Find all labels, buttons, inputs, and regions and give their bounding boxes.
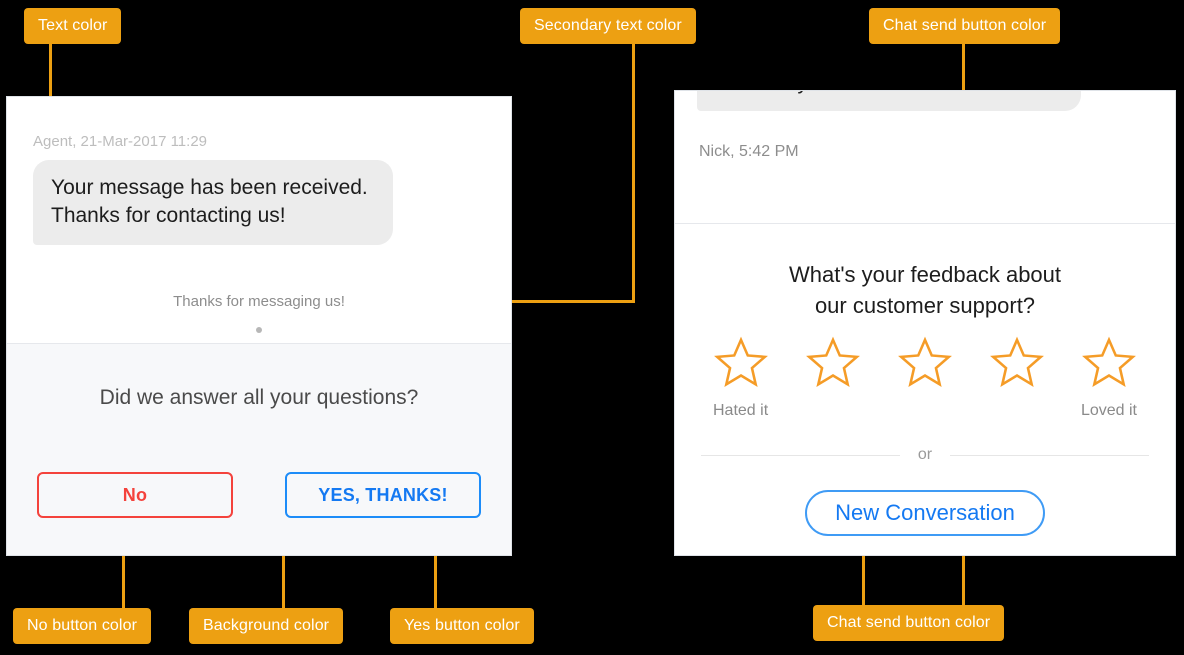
- leader-line-yes-button-color: [434, 510, 437, 608]
- callout-secondary-text-color-label: Secondary text color: [534, 17, 682, 34]
- feedback-title-line-2: our customer support?: [814, 292, 1036, 318]
- left-prompt-button-row: No YES, THANKS!: [7, 472, 511, 518]
- star-rating-control[interactable]: [675, 334, 1175, 390]
- feedback-title: What's your feedback about our customer …: [675, 260, 1175, 322]
- or-divider: or: [701, 446, 1150, 464]
- yes-thanks-button[interactable]: YES, THANKS!: [285, 472, 481, 518]
- callout-background-color: Background color: [189, 608, 344, 644]
- callout-yes-button-color-label: Yes button color: [404, 617, 520, 634]
- callout-no-button-color-label: No button color: [27, 617, 138, 634]
- or-divider-label: or: [917, 446, 933, 463]
- star-1-icon[interactable]: [713, 334, 769, 390]
- callout-text-color-label: Text color: [38, 17, 108, 34]
- leader-line-background-color: [282, 535, 285, 608]
- callout-secondary-text-color: Secondary text color: [520, 8, 696, 44]
- left-message-area: Agent, 21-Mar-2017 11:29 Your message ha…: [7, 97, 511, 343]
- left-prompt-question: Did we answer all your questions?: [99, 386, 419, 409]
- callout-chat-send-button-color-bottom: Chat send button color: [813, 605, 1005, 641]
- callout-text-color: Text color: [24, 8, 122, 44]
- right-chat-widget-panel: reaches your address. Nick, 5:42 PM What…: [674, 90, 1176, 556]
- callout-chat-send-button-color-bottom-label: Chat send button color: [827, 614, 991, 631]
- star-5-icon[interactable]: [1081, 334, 1137, 390]
- leader-line-chat-send-bottom-left: [862, 528, 865, 608]
- callout-chat-send-button-color-top: Chat send button color: [869, 8, 1061, 44]
- star-2-icon[interactable]: [805, 334, 861, 390]
- left-pagination-dots: [7, 320, 511, 338]
- feedback-title-line-1: What's your feedback about: [788, 262, 1062, 287]
- star-3-icon[interactable]: [897, 334, 953, 390]
- star-high-label: Loved it: [1080, 402, 1137, 419]
- pagination-dot-icon: [256, 327, 262, 333]
- no-button[interactable]: No: [37, 472, 233, 518]
- new-conversation-button[interactable]: New Conversation: [805, 490, 1045, 536]
- left-system-note: Thanks for messaging us!: [173, 293, 345, 310]
- right-agent-message-bubble: reaches your address.: [697, 91, 1081, 111]
- star-rating-labels: Hated it Loved it: [713, 402, 1137, 420]
- feedback-survey-area: What's your feedback about our customer …: [675, 223, 1175, 555]
- or-divider-line-left: [701, 454, 900, 456]
- callout-no-button-color: No button color: [13, 608, 152, 644]
- right-message-area: reaches your address. Nick, 5:42 PM: [675, 91, 1175, 223]
- leader-line-no-button-color: [122, 510, 125, 608]
- right-message-meta: Nick, 5:42 PM: [699, 143, 799, 160]
- new-conversation-row: New Conversation: [675, 490, 1175, 536]
- leader-line-chat-send-bottom-right: [962, 520, 965, 608]
- left-prompt-area: Did we answer all your questions? No YES…: [7, 343, 511, 555]
- star-low-label: Hated it: [713, 402, 769, 419]
- star-4-icon[interactable]: [989, 334, 1045, 390]
- or-divider-line-right: [950, 454, 1150, 456]
- callout-chat-send-button-color-top-label: Chat send button color: [883, 17, 1047, 34]
- left-chat-widget-panel: Agent, 21-Mar-2017 11:29 Your message ha…: [6, 96, 512, 556]
- callout-yes-button-color: Yes button color: [390, 608, 534, 644]
- left-message-meta: Agent, 21-Mar-2017 11:29: [33, 133, 208, 150]
- callout-background-color-label: Background color: [203, 617, 330, 634]
- left-agent-message-bubble: Your message has been received. Thanks f…: [33, 160, 393, 246]
- leader-line-secondary-text-vertical: [632, 44, 635, 303]
